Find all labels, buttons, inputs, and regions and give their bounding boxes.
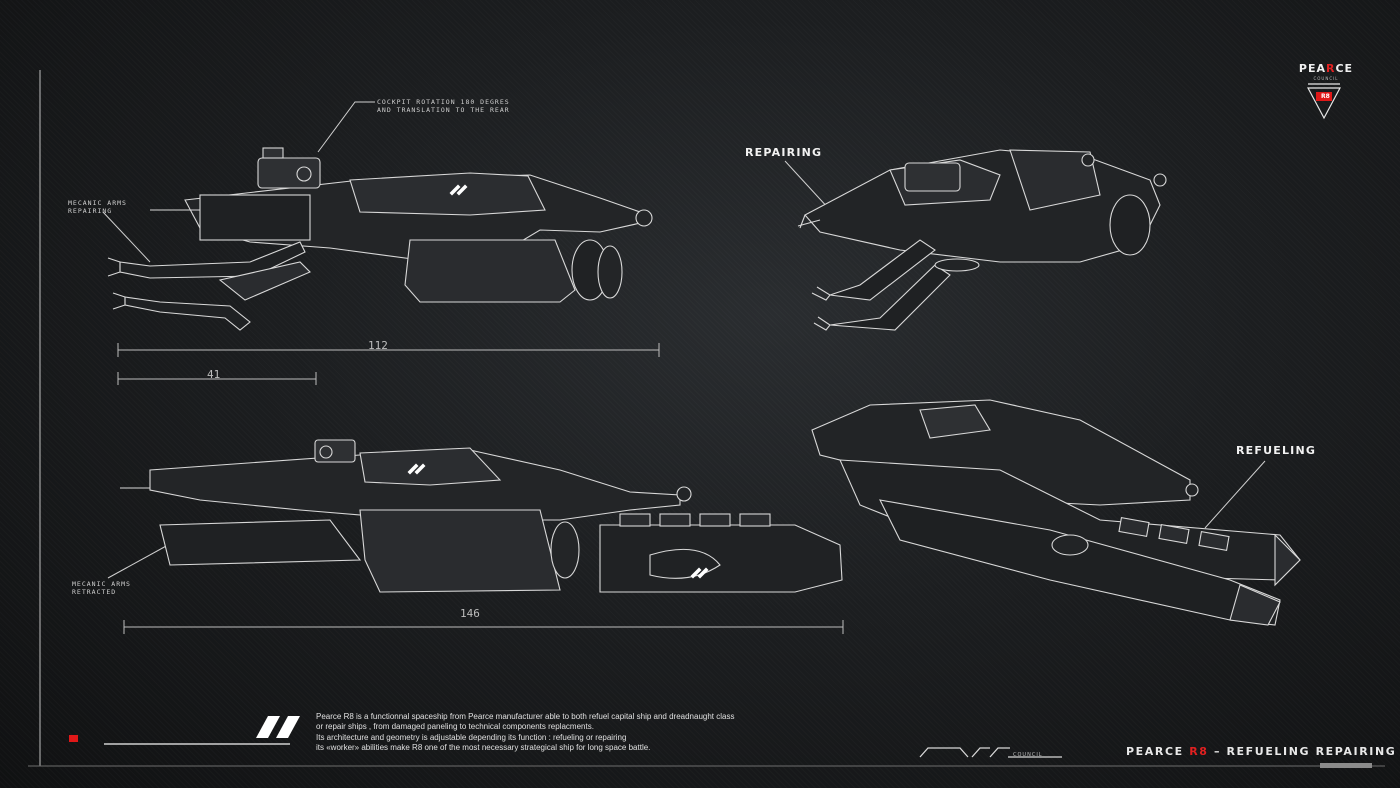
ship-description: Pearce R8 is a functionnal spaceship fro… [316,712,746,753]
dimension-112 [117,343,660,357]
cockpit-annotation-line-1: COCKPIT ROTATION 180 DEGRES [377,98,510,106]
dimension-146 [123,620,844,634]
dimension-41-label: 41 [207,368,221,381]
arms-repairing-line-2: REPAIRING [68,207,113,216]
ship-perspective-repairing [797,149,1167,331]
logo-name-suffix: CE [1335,62,1354,75]
logo-name-prefix: PEA [1298,62,1326,75]
repairing-leader-line [784,160,831,211]
dimension-112-label: 112 [368,339,388,352]
description-line-2: or repair ships , from damaged paneling … [316,722,594,732]
dimension-41 [117,372,317,385]
footer-title-accent: R8 [1189,745,1209,758]
footer-title-prefix: PEARCE [1126,745,1184,758]
council-emblem [1307,83,1341,120]
double-slash-mark [256,716,300,738]
footer-title-suffix: – REFUELING REPAIRING SHIP [1213,745,1400,758]
dimension-146-label: 146 [460,607,480,620]
arms-retracted-line-2: RETRACTED [72,588,117,597]
footer-council-label: COUNCIL [1013,752,1043,758]
red-marker [69,735,78,742]
arms-repairing-line-1: MECANIC ARMS [68,199,127,207]
ship-side-refueling [120,439,843,593]
pearce-logo: PEARCE COUNCIL R8 [1296,62,1356,100]
arms-repairing-annotation: MECANIC ARMS REPAIRING [68,199,127,215]
arms-repairing-leader-line [102,211,151,263]
arms-retracted-annotation: MECANIC ARMS RETRACTED [72,580,131,596]
cockpit-annotation: COCKPIT ROTATION 180 DEGRES AND TRANSLAT… [377,98,510,114]
ship-perspective-refueling [811,399,1301,626]
refueling-leader-line [1204,460,1266,529]
footer-council-glyph [919,747,1062,758]
logo-name-accent: R [1326,62,1336,75]
cockpit-annotation-line-2: AND TRANSLATION TO THE REAR [377,106,510,115]
arms-retracted-leader-line [107,544,169,579]
repairing-label: REPAIRING [745,146,823,159]
footer-title: PEARCE R8 – REFUELING REPAIRING SHIP [1126,745,1400,758]
footer-bar [1320,763,1372,768]
logo-name: PEARCE [1296,62,1356,75]
arms-retracted-line-1: MECANIC ARMS [72,580,131,588]
logo-subtitle: COUNCIL [1313,76,1339,81]
cockpit-leader-line [317,101,375,153]
refueling-label: REFUELING [1236,444,1317,457]
description-line-3: Its architecture and geometry is adjusta… [316,732,627,742]
description-line-4: its «worker» abilities make R8 one of th… [316,742,651,752]
logo-badge: R8 [1321,93,1330,100]
ship-side-repairing [107,147,653,331]
description-line-1: Pearce R8 is a functionnal spaceship fro… [316,712,735,721]
